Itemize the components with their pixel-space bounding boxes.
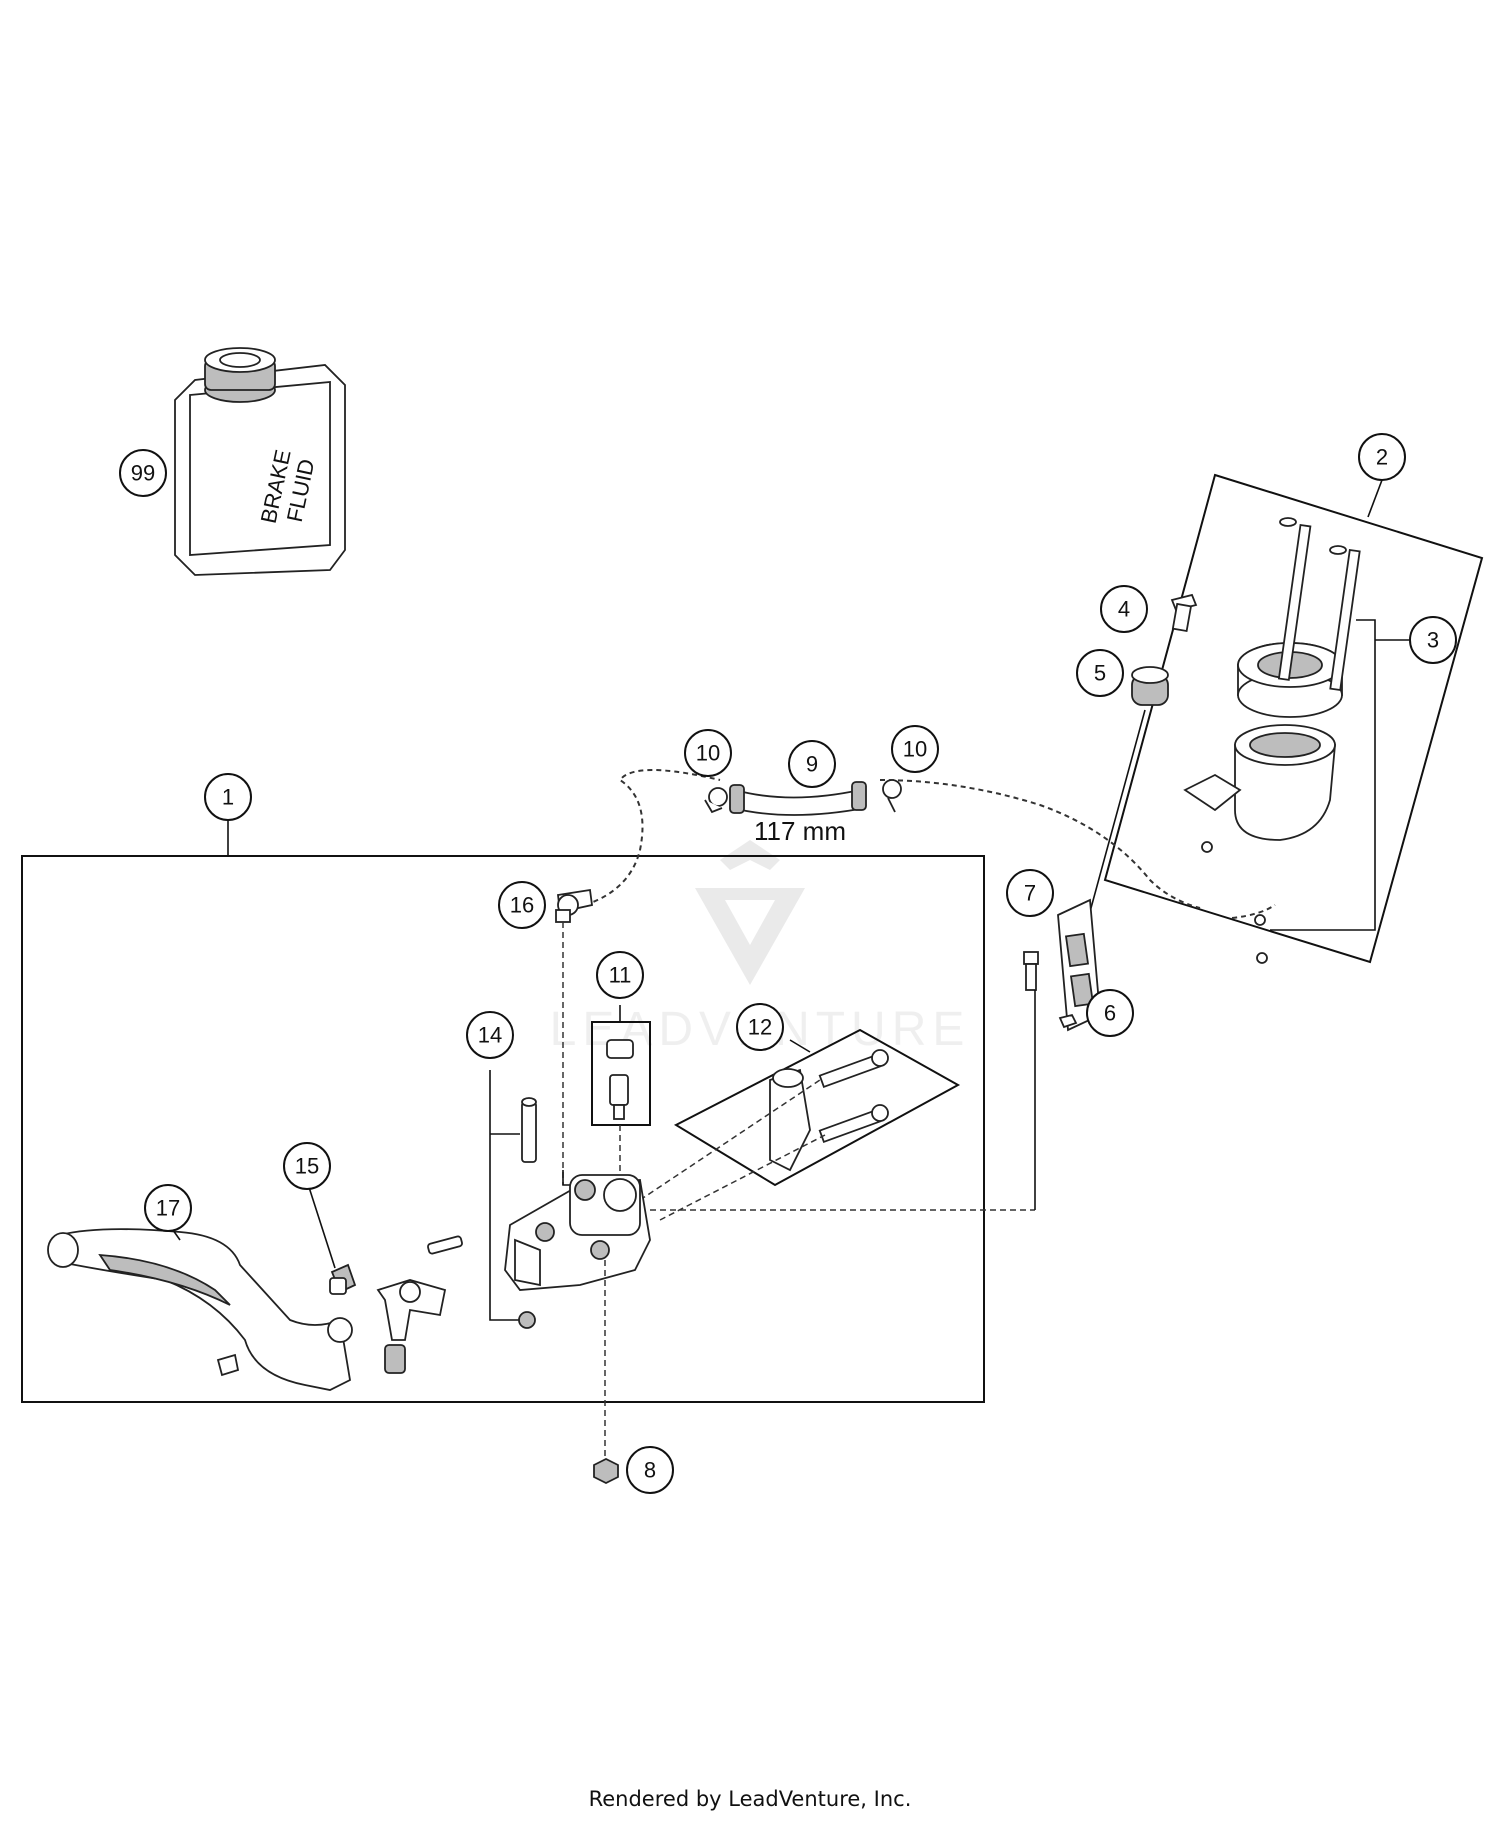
reservoir-plug (1131, 666, 1169, 706)
hose-clamp-left (704, 787, 728, 814)
callout-4: 4 (1100, 585, 1148, 633)
banjo-fitting (555, 888, 594, 923)
assembly-frame-1 (21, 855, 985, 1403)
hose-length-dimension: 117 mm (754, 816, 846, 846)
bleeder-valve (606, 1039, 634, 1120)
svg-text:9: 9 (806, 752, 818, 777)
svg-text:10: 10 (696, 741, 720, 766)
callout-17: 17 (144, 1184, 192, 1232)
svg-text:17: 17 (156, 1196, 180, 1221)
brake-fluid-bottle: BRAKE FLUID (174, 347, 346, 576)
render-credit: Rendered by LeadVenture, Inc. (588, 1787, 912, 1811)
callout-9: 9 (788, 740, 836, 788)
lever-adjuster (376, 1235, 463, 1341)
brake-hose (584, 769, 721, 906)
callout-15: 15 (283, 1142, 331, 1190)
svg-text:10: 10 (903, 737, 927, 762)
callout-3: 3 (1409, 616, 1457, 664)
mounting-nut (593, 1457, 619, 1485)
svg-text:99: 99 (131, 461, 155, 486)
callout-11: 11 (596, 951, 644, 999)
bleeder-frame (591, 1021, 651, 1126)
callout-6: 6 (1086, 989, 1134, 1037)
svg-text:16: 16 (510, 893, 534, 918)
svg-text:7: 7 (1024, 881, 1036, 906)
hose-bracket (1057, 898, 1101, 1032)
svg-text:2: 2 (1376, 445, 1388, 470)
fluid-reservoir (1183, 517, 1361, 964)
svg-text:8: 8 (644, 1458, 656, 1483)
callout-1: 1 (204, 773, 252, 821)
callout-8: 8 (626, 1446, 674, 1494)
bracket-screw (1023, 951, 1039, 991)
svg-text:12: 12 (748, 1015, 772, 1040)
callout-10-left: 10 (684, 729, 732, 777)
handlebar-clamp (769, 1049, 889, 1172)
hose-clamp-right (882, 779, 902, 813)
callout-2: 2 (1358, 433, 1406, 481)
svg-text:1: 1 (222, 785, 234, 810)
svg-text:5: 5 (1094, 661, 1106, 686)
callout-10-right: 10 (891, 725, 939, 773)
adjuster-spring (384, 1344, 406, 1374)
callout-16: 16 (498, 881, 546, 929)
svg-text:3: 3 (1427, 628, 1439, 653)
callout-12: 12 (736, 1003, 784, 1051)
svg-text:4: 4 (1118, 597, 1130, 622)
hose-section (729, 781, 867, 816)
svg-text:15: 15 (295, 1154, 319, 1179)
callout-14: 14 (466, 1011, 514, 1059)
callout-99: 99 (119, 449, 167, 497)
reservoir-cap-screw (1170, 593, 1198, 633)
svg-text:6: 6 (1104, 1001, 1116, 1026)
clutch-lever (47, 1228, 353, 1391)
callout-7: 7 (1006, 869, 1054, 917)
svg-text:14: 14 (478, 1023, 502, 1048)
assembly-frame-2 (1103, 473, 1484, 964)
clamp-frame (673, 1028, 961, 1187)
svg-text:11: 11 (609, 963, 632, 988)
callout-5: 5 (1076, 649, 1124, 697)
pivot-pin (521, 1097, 537, 1163)
lever-pivot-bolt (329, 1263, 357, 1295)
master-cylinder-body (504, 1174, 651, 1291)
